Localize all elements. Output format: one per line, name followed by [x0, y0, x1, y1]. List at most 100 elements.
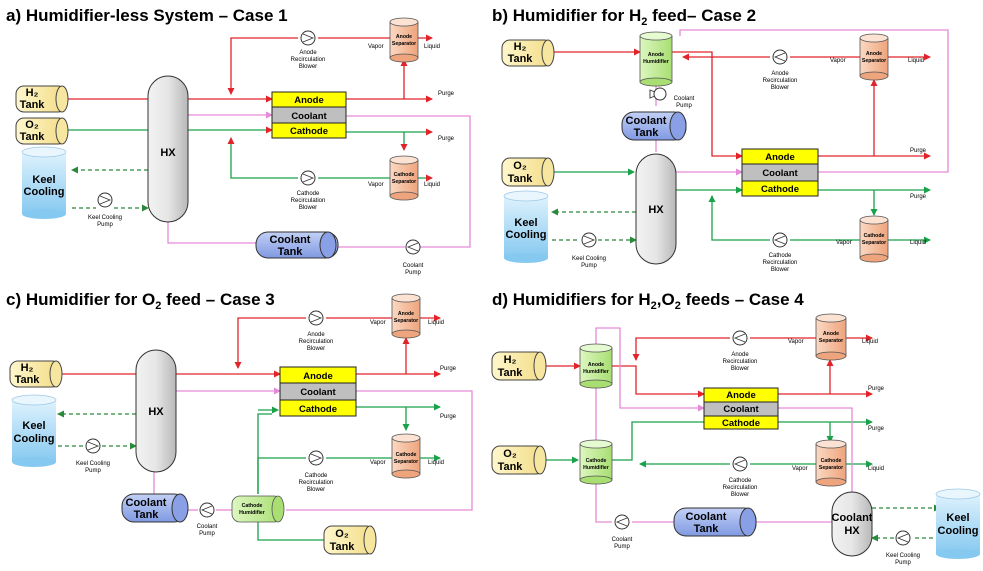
coolant-hx-label: Coolant	[832, 512, 873, 524]
panel-d: d) Humidifiers for H2,O2 feeds – Case 4 …	[491, 290, 981, 566]
cathode-sep-c-label-2: Separator	[394, 459, 418, 465]
cathode-blower-d-icon	[732, 456, 748, 472]
keel-cooling-d: Keel Cooling	[935, 488, 981, 559]
keel-pump-b-icon	[581, 232, 597, 248]
h2-tank-label-2: Tank	[20, 99, 46, 111]
hx-label: HX	[160, 147, 176, 159]
coolant-tank-b-label-2: Tank	[634, 127, 660, 139]
coolant-pump-c-icon	[199, 502, 215, 518]
vapor-d-label: Vapor	[788, 339, 804, 345]
anode-humidifier-d: Anode Humidifier	[579, 343, 613, 389]
keel-pump-b-label-2: Pump	[581, 263, 597, 269]
coolant-pump-d-label-2: Pump	[614, 544, 630, 550]
cathode-sep-label-2: Separator	[392, 179, 416, 185]
keel-label-2: Cooling	[24, 186, 65, 198]
stack-b-coolant: Coolant	[762, 168, 798, 179]
cathode-blower-c-label-2: Recirculation	[299, 480, 334, 486]
anode-blower-label-3: Blower	[299, 64, 317, 70]
o2-tank-d-label: O₂	[503, 448, 517, 460]
coolant-tank-label-2: Tank	[278, 246, 304, 258]
coolant-pump-icon	[405, 239, 421, 255]
coolant-tank-c-label-2: Tank	[134, 509, 160, 521]
h2-tank-d-label-2: Tank	[498, 367, 524, 379]
stack-c-anode: Anode	[303, 371, 333, 382]
anode-blower-icon	[300, 30, 316, 46]
coolant-tank-c-label: Coolant	[126, 497, 167, 509]
panel-c-title: c) Humidifier for O2 feed – Case 3	[6, 290, 275, 312]
panel-b: b) Humidifier for H2 feed– Case 2 H₂ Tan…	[492, 6, 949, 273]
anode-hum-b-label-2: Humidifier	[643, 59, 669, 65]
coolant-tank-d-label-2: Tank	[694, 523, 720, 535]
purge-d-label-2: Purge	[868, 426, 885, 432]
cathode-humidifier-c: Cathode Humidifier	[231, 495, 285, 523]
cathode-blower-label: Cathode	[297, 191, 320, 197]
coolant-pump-b-icon	[649, 87, 667, 101]
cathode-separator-d: Cathode Separator	[815, 439, 847, 487]
anode-sep-d-label-2: Separator	[819, 338, 843, 344]
h2-tank-label: H₂	[26, 87, 39, 99]
heat-exchanger-b: HX	[635, 153, 677, 265]
cathode-blower-c-label: Cathode	[305, 473, 328, 479]
h2-tank-c: H₂ Tank	[9, 360, 63, 388]
h2-tank-c-label: H₂	[21, 362, 34, 374]
cathode-humidifier-d: Cathode Humidifier	[579, 439, 613, 485]
coolant-tank-d: Coolant Tank	[673, 507, 757, 537]
anode-blower-d-label: Anode	[731, 352, 749, 358]
purge-label-2: Purge	[438, 136, 455, 142]
vapor-label-2: Vapor	[368, 182, 384, 188]
coolant-hx-d: Coolant HX	[831, 491, 873, 557]
coolant-pump-label-2: Pump	[405, 270, 421, 276]
o2-tank-b-label-2: Tank	[508, 173, 534, 185]
cathode-sep-d-label-2: Separator	[819, 465, 843, 471]
cathode-blower-d-label-3: Blower	[731, 492, 749, 498]
heat-exchanger: HX	[147, 75, 189, 223]
coolant-pump-c-label-2: Pump	[199, 531, 215, 537]
h2-tank: H₂ Tank	[15, 85, 69, 113]
keel-b-label: Keel	[514, 217, 537, 229]
o2-tank-label-2: Tank	[20, 131, 46, 143]
coolant-tank-c: Coolant Tank	[121, 493, 189, 523]
o2-tank-c-label-2: Tank	[330, 541, 356, 553]
keel-label: Keel	[32, 174, 55, 186]
purge-b-label-2: Purge	[910, 194, 927, 200]
h2-tank-b-label: H₂	[514, 41, 527, 53]
purge-label: Purge	[438, 91, 455, 97]
cathode-hum-d-label-2: Humidifier	[583, 465, 609, 471]
cathode-separator-c: Cathode Separator	[391, 433, 421, 479]
cathode-blower-c-label-3: Blower	[307, 487, 325, 493]
anode-blower-d-label-3: Blower	[731, 366, 749, 372]
panel-b-title: b) Humidifier for H2 feed– Case 2	[492, 6, 756, 28]
cathode-sep-label: Cathode	[394, 172, 415, 178]
o2-tank-d-label-2: Tank	[498, 461, 524, 473]
stack-d-cathode: Cathode	[722, 418, 760, 429]
h2-tank-d: H₂ Tank	[491, 351, 547, 381]
panel-c: c) Humidifier for O2 feed – Case 3 H₂ Ta…	[6, 290, 473, 555]
keel-b-label-2: Cooling	[506, 229, 547, 241]
h2-tank-b: H₂ Tank	[501, 39, 555, 67]
cathode-separator-b: Cathode Separator	[859, 215, 889, 263]
cathode-blower-b-label-3: Blower	[771, 267, 789, 273]
h2-tank-c-label-2: Tank	[15, 374, 41, 386]
coolant-pump-label: Coolant	[403, 263, 424, 269]
anode-sep-b-label-2: Separator	[862, 58, 886, 64]
liquid-label-2: Liquid	[424, 182, 440, 188]
cathode-sep-d-label: Cathode	[821, 458, 842, 464]
cathode-sep-b-label-2: Separator	[862, 240, 886, 246]
purge-c-label-2: Purge	[440, 414, 457, 420]
panel-d-title: d) Humidifiers for H2,O2 feeds – Case 4	[492, 290, 804, 312]
stack-c-cathode: Cathode	[299, 404, 337, 415]
anode-separator: Anode Separator	[389, 17, 419, 63]
keel-pump-d-label: Keel Cooling	[886, 553, 920, 559]
keel-pump-c-icon	[85, 438, 101, 454]
anode-humidifier-b: Anode Humidifier	[639, 31, 673, 87]
cathode-blower-b-label-2: Recirculation	[763, 260, 798, 266]
cathode-blower-d-label-2: Recirculation	[723, 485, 758, 491]
h2-tank-b-label-2: Tank	[508, 53, 534, 65]
keel-d-label-2: Cooling	[938, 525, 979, 537]
coolant-pump-b-label: Coolant	[674, 96, 695, 102]
coolant-pump-d-label: Coolant	[612, 537, 633, 543]
keel-c-label-2: Cooling	[14, 433, 55, 445]
anode-blower-c-label: Anode	[307, 332, 325, 338]
fuel-cell-stack-c: Anode Coolant Cathode	[279, 366, 357, 417]
